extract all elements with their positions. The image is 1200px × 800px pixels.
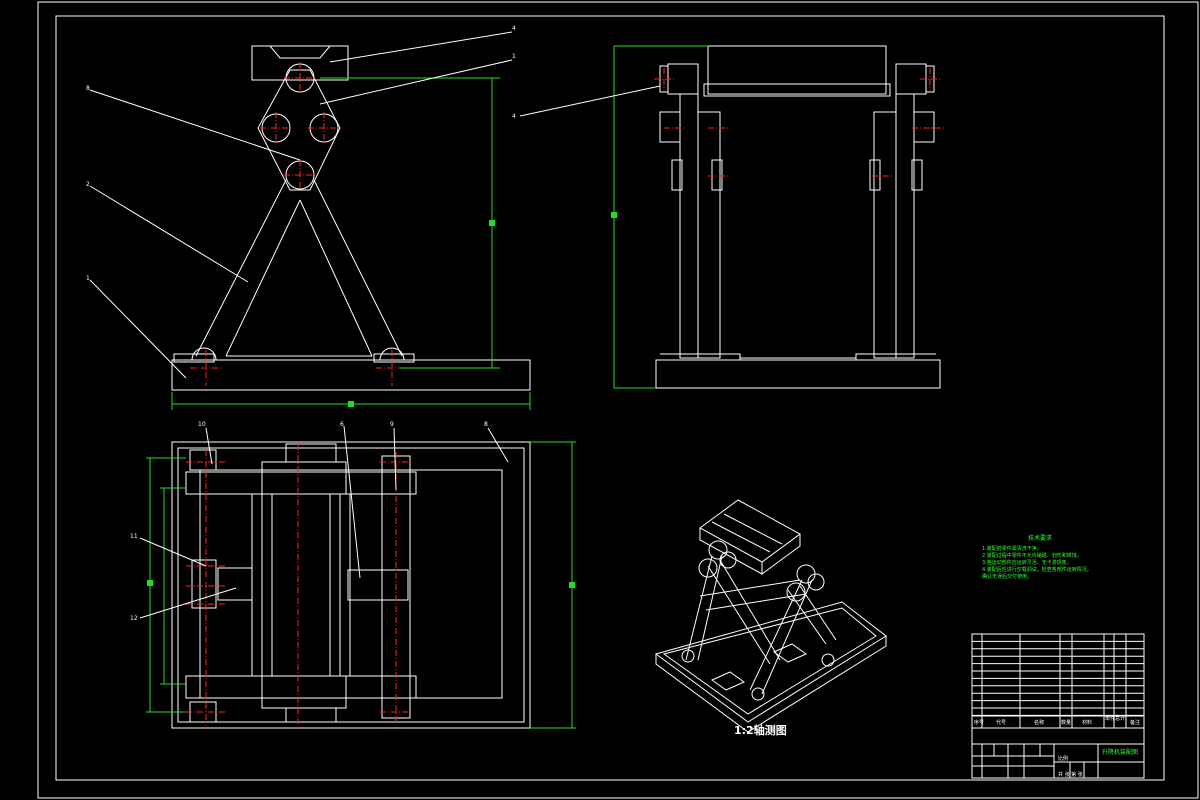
title-block: 序号 代号 名称 数量 材料 单件 总计 备注 升降机装配图 比例 共 张 第 …	[971, 633, 1145, 779]
tb-header-name: 名称	[1034, 719, 1044, 726]
tb-header-seq: 序号	[974, 719, 984, 726]
tech-req-line-5: 确认无误后交付使用。	[982, 573, 1032, 580]
tech-req-line-3: 3.各运动部件应运转灵活、无卡滞现象。	[982, 559, 1072, 566]
balloon-front-3: 8	[86, 85, 90, 92]
balloon-top-5: 11	[130, 533, 138, 540]
balloon-top-1: 10	[198, 421, 206, 428]
tb-header-note: 备注	[1130, 719, 1140, 726]
balloon-side-1: 4	[512, 113, 516, 120]
tb-header-material: 材料	[1082, 719, 1092, 726]
tb-header-unit: 单件	[1105, 715, 1115, 722]
tb-header-qty: 数量	[1061, 719, 1071, 726]
balloon-front-5: 1	[86, 275, 90, 282]
tech-req-title: 技术要求	[1028, 534, 1052, 542]
balloon-front-4: 2	[86, 181, 90, 188]
axonometric-caption: 1:2轴测图	[734, 723, 787, 737]
balloon-front-1: 4	[512, 25, 516, 32]
balloon-top-3: 9	[390, 421, 394, 428]
tech-req-line-1: 1.装配前零件需清洗干净。	[982, 545, 1042, 552]
side-view: 4	[512, 45, 944, 389]
tech-req-line-4: 4.装配后应进行空载调试，检查各部件运转情况，	[982, 566, 1092, 573]
tech-req-line-2: 2.装配过程中零件不允许磕碰、划伤和锈蚀。	[982, 552, 1082, 559]
tb-header-code: 代号	[996, 719, 1006, 726]
balloon-top-4: 8	[484, 421, 488, 428]
balloon-top-6: 12	[130, 615, 138, 622]
top-view: 10 6 9 8 11 12	[130, 421, 576, 729]
tb-header-total: 总计	[1115, 715, 1125, 722]
tb-sheet-label: 共 张 第 张	[1058, 771, 1083, 778]
tb-scale-label: 比例	[1058, 755, 1068, 762]
drawing-border	[37, 1, 1199, 799]
axonometric-view: 1:2轴测图	[654, 499, 887, 737]
technical-requirements: 技术要求 1.装配前零件需清洗干净。 2.装配过程中零件不允许磕碰、划伤和锈蚀。…	[982, 534, 1092, 580]
balloon-front-2: 1	[512, 53, 516, 60]
front-view: 4 1 8 2 1	[86, 25, 531, 410]
balloon-top-2: 6	[340, 421, 344, 428]
tb-drawing-name: 升降机装配图	[1102, 748, 1138, 756]
